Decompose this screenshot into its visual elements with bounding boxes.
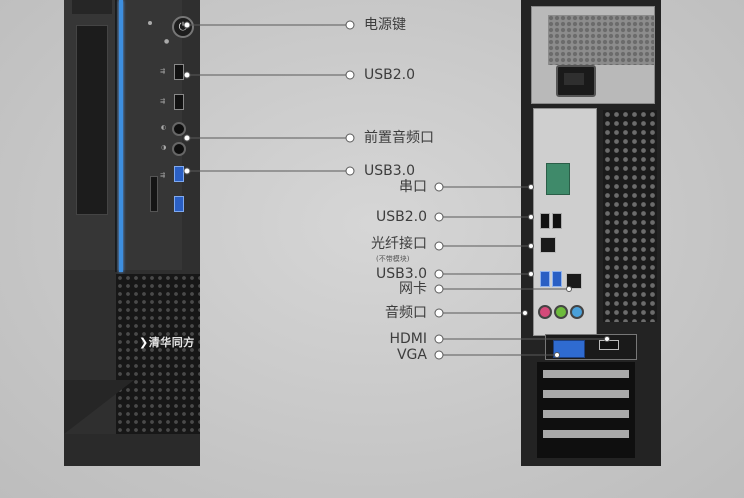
- callout-dot: [434, 284, 444, 294]
- callout-dot: [528, 184, 534, 190]
- callout-dot: [183, 71, 191, 79]
- callout-dot: [345, 166, 355, 176]
- rear-usb3-port: [552, 271, 562, 287]
- callout-dot: [183, 21, 191, 29]
- rear-usb2-port: [540, 213, 550, 229]
- front-top-recess: [72, 0, 112, 14]
- usb-icon: ⇶: [160, 98, 166, 105]
- label-vga: VGA: [396, 347, 427, 363]
- usb-icon: ⇶: [160, 172, 166, 179]
- rear-line-out-jack: [554, 305, 568, 319]
- front-tower-image: ⏻ ● ⇶ ⇶ ◐ ◑ ⇶ ❯清华同方: [64, 0, 200, 466]
- microphone-icon: ◐: [161, 124, 167, 131]
- callout-dot: [528, 271, 534, 277]
- brand-logo: ❯清华同方: [139, 334, 195, 350]
- expansion-slots: [537, 362, 635, 458]
- brand-logo-icon: ❯: [139, 336, 149, 349]
- label-front-audio: 前置音频口: [364, 130, 434, 146]
- label-serial: 串口: [399, 179, 427, 195]
- optical-port: [540, 237, 556, 253]
- callout-dot: [183, 134, 191, 142]
- card-reader-slot: [150, 176, 158, 212]
- callout-dot: [554, 352, 560, 358]
- callout-dot: [434, 334, 444, 344]
- callout-dot: [522, 310, 528, 316]
- front-stripe-shadow: [115, 0, 117, 272]
- front-usb2-port: [174, 94, 184, 110]
- blue-accent-stripe: [119, 0, 123, 272]
- io-shield: [533, 108, 597, 336]
- front-headphone-jack: [172, 142, 186, 156]
- expansion-slot-cover: [543, 390, 629, 398]
- callout-dot: [434, 241, 444, 251]
- expansion-slot-cover: [543, 370, 629, 378]
- callout-dot: [345, 133, 355, 143]
- callout-dot: [183, 167, 191, 175]
- callout-dot: [345, 70, 355, 80]
- expansion-slot-cover: [543, 410, 629, 418]
- label-rear-usb3: USB3.0: [375, 266, 427, 282]
- note-optical: (不带模块): [376, 255, 410, 263]
- expansion-slot-cover: [543, 430, 629, 438]
- power-socket: [556, 65, 596, 97]
- headphone-icon: ◑: [161, 144, 167, 151]
- label-optical: 光纤接口: [371, 236, 427, 252]
- label-hdmi: HDMI: [389, 331, 427, 347]
- optical-drive-bay: [76, 25, 108, 215]
- power-socket-pins: [564, 73, 584, 85]
- label-rear-audio: 音频口: [385, 305, 427, 321]
- vga-port: [553, 340, 585, 358]
- rear-line-in-jack: [570, 305, 584, 319]
- callout-dot: [528, 243, 534, 249]
- rear-usb2-port: [552, 213, 562, 229]
- front-base: [64, 434, 200, 466]
- power-icon: ⏻: [172, 16, 194, 38]
- callout-dot: [434, 212, 444, 222]
- callout-dot: [434, 308, 444, 318]
- brand-logo-text: 清华同方: [148, 336, 195, 349]
- front-usb2-port: [174, 64, 184, 80]
- usb-icon: ⇶: [160, 68, 166, 75]
- callout-dot: [604, 336, 610, 342]
- rear-mic-jack: [538, 305, 552, 319]
- callout-dot: [528, 214, 534, 220]
- rear-tower-image: [521, 0, 661, 466]
- front-usb3-port: [174, 166, 184, 182]
- callout-dot: [434, 182, 444, 192]
- callout-dot: [434, 350, 444, 360]
- front-bevel: [64, 380, 134, 434]
- rear-ventilation-grill: [603, 110, 657, 322]
- callout-dot: [434, 269, 444, 279]
- rear-usb3-port: [540, 271, 550, 287]
- front-mic-jack: [172, 122, 186, 136]
- network-icon: [566, 273, 582, 289]
- label-front-usb2: USB2.0: [364, 67, 416, 83]
- label-rear-usb2: USB2.0: [375, 209, 427, 225]
- power-supply: [531, 6, 655, 104]
- hdd-led: [148, 21, 152, 25]
- psu-fan-grill: [548, 15, 654, 65]
- callout-dot: [345, 20, 355, 30]
- label-lan: 网卡: [399, 281, 427, 297]
- front-usb3-port: [174, 196, 184, 212]
- serial-port: [546, 163, 570, 195]
- label-front-usb3: USB3.0: [364, 163, 416, 179]
- led-indicator-icon: ●: [164, 38, 170, 45]
- callout-dot: [566, 286, 572, 292]
- label-power-button: 电源键: [364, 17, 406, 33]
